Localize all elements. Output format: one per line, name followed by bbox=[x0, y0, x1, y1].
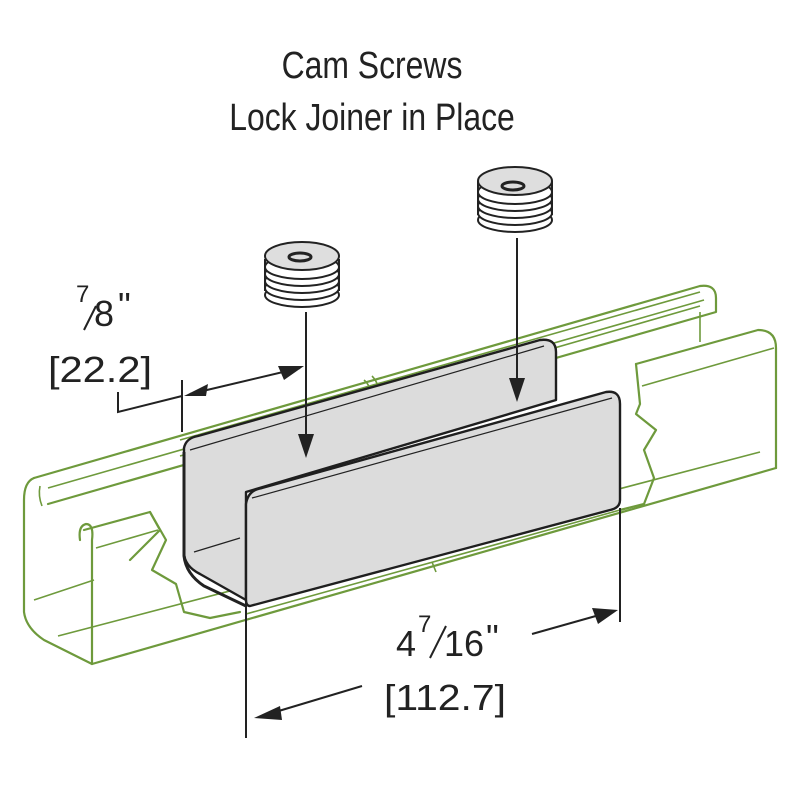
arrow-left-icon bbox=[254, 706, 282, 720]
joiner-plate bbox=[182, 338, 622, 608]
channel-front-lip bbox=[82, 510, 162, 562]
channel-seam-bottom bbox=[431, 561, 437, 573]
cam-screw-left bbox=[264, 241, 340, 458]
cam-screw-icon bbox=[477, 166, 553, 233]
dim-width-denominator: 8 bbox=[94, 293, 114, 334]
break-line-right bbox=[618, 362, 658, 512]
dimension-length: 4 7 16 " [112.7] bbox=[245, 508, 621, 738]
cam-screw-right bbox=[477, 166, 553, 402]
title-line-2: Lock Joiner in Place bbox=[229, 96, 515, 138]
title-line-1: Cam Screws bbox=[282, 44, 463, 86]
dim-width-metric: [22.2] bbox=[48, 349, 152, 390]
dim-length-denominator: 16 bbox=[444, 623, 484, 664]
dim-length-unit: " bbox=[486, 617, 499, 658]
cam-screw-icon bbox=[264, 241, 340, 308]
arrow-right-icon bbox=[278, 366, 304, 380]
arrow-down-icon bbox=[509, 378, 525, 402]
break-line-left bbox=[148, 510, 242, 620]
channel-right-end bbox=[634, 328, 778, 470]
arrow-right-icon bbox=[592, 608, 618, 624]
dim-length-numerator: 7 bbox=[418, 611, 431, 638]
dimension-width: 7 8 " [22.2] bbox=[48, 281, 304, 432]
arrow-left-icon bbox=[184, 384, 208, 396]
joiner-back-wall bbox=[182, 338, 558, 602]
dim-width-unit: " bbox=[118, 285, 131, 326]
arrow-down-icon bbox=[298, 434, 314, 458]
channel-back-lip bbox=[32, 284, 718, 506]
dim-width-numerator: 7 bbox=[76, 281, 89, 308]
dim-length-whole: 4 bbox=[396, 623, 416, 664]
dim-length-metric: [112.7] bbox=[384, 677, 506, 718]
joiner-front-wall bbox=[244, 390, 622, 608]
channel-end-profile bbox=[22, 476, 94, 666]
